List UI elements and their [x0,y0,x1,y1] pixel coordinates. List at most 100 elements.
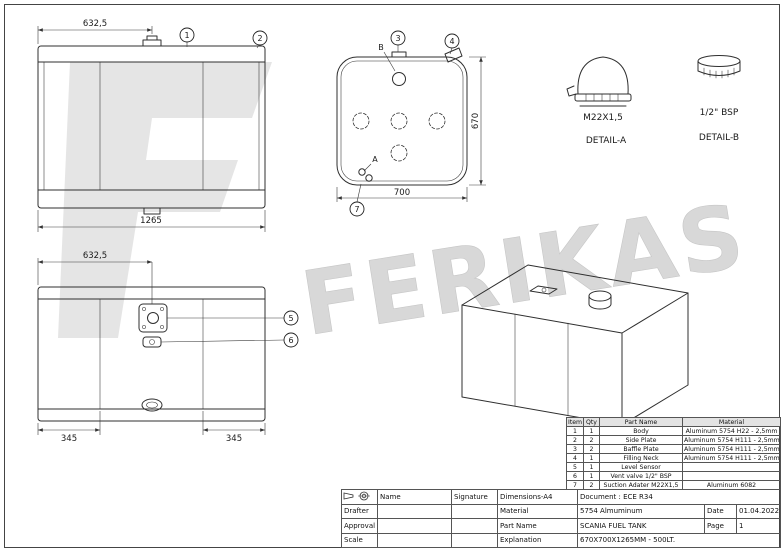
detail-a-drawing [566,56,632,107]
isometric-view [461,264,689,426]
front-view [37,35,266,215]
parts-header-partname: Part Name [599,417,683,427]
part-material: Aluminum 5754 H22 - 2,5mm [682,426,781,436]
part-qty: 1 [583,426,600,436]
part-qty: 1 [583,453,600,463]
sensor-plate-3d [529,285,558,295]
parts-row: 7 2 Suction Adater M22X1,5 Aluminum 6082 [566,480,781,490]
parts-table: Item Qty Part Name Material 1 1 Body Alu… [566,417,781,490]
callout-side-plate: 2 [257,34,262,43]
watermark-logo-icon [58,62,272,338]
rear-view-dimensions: 632,5 345 345 [37,251,266,444]
material-label: Material [497,503,578,519]
filler-cap-front [142,35,162,47]
dim-632-bottom-view: 632,5 [83,251,107,261]
part-item: 6 [566,471,584,481]
drafter-name-cell [377,503,452,519]
explanation-label: Explanation [497,532,578,548]
page-label: Page [704,518,737,534]
vent-valve-mount [142,336,162,348]
rear-view [37,286,266,422]
part-item: 4 [566,453,584,463]
filling-neck-top [444,47,463,63]
part-item: 5 [566,462,584,472]
dim-700: 700 [394,188,410,198]
part-name: Body [599,426,683,436]
title-block-row: Name Signature Dimensions-A4 Document : … [341,489,781,505]
dim-345-right: 345 [226,434,242,444]
part-qty: 2 [583,444,600,454]
approval-label: Approval [341,518,378,534]
part-name: Baffle Plate [599,444,683,454]
title-block-row: Scale Explanation 670X700X1265MM - 500LT… [341,532,781,548]
part-name: Level Sensor [599,462,683,472]
part-material: Aluminum 5754 H111 - 2,5mm [682,435,781,445]
part-name: Side Plate [599,435,683,445]
filler-cap-3d [588,290,612,310]
approval-signature-cell [451,518,498,534]
title-block: Name Signature Dimensions-A4 Document : … [341,489,781,548]
part-material: Aluminum 5754 H111 - 2,5mm [682,444,781,454]
part-name-value: SCANIA FUEL TANK [577,518,705,534]
detail-b-drawing [697,55,741,79]
suction-adapter-hole [365,174,373,182]
approval-name-cell [377,518,452,534]
drafter-signature-cell [451,503,498,519]
callout-baffle: 3 [395,34,400,43]
dim-632-top: 632,5 [83,19,107,29]
part-name: Filling Neck [599,453,683,463]
top-tab [391,51,407,58]
side-view [336,47,468,186]
title-block-row: Drafter Material 5754 Almuminum Date 01.… [341,503,781,519]
drafter-label: Drafter [341,503,378,519]
side-view-callouts: 3 4 7 B A [349,30,460,217]
drain-plug [141,398,163,412]
callout-vent-valve: 6 [288,336,293,345]
detail-a-marker: A [372,155,378,164]
date-label: Date [704,503,737,519]
detail-b-label: DETAIL-B [699,133,739,143]
callout-filling-neck: 4 [449,37,454,46]
parts-row: 6 1 Vent valve 1/2" BSP [566,471,781,481]
suction-adapter-hole [358,168,366,176]
callout-suction: 7 [354,205,359,214]
document-value: Document : ECE R34 [577,489,781,505]
scale-name-cell [377,532,452,548]
part-material [682,462,781,472]
scale-signature-cell [451,532,498,548]
parts-header-item: Item [566,417,584,427]
scale-label: Scale [341,532,378,548]
title-block-row: Approval Part Name SCANIA FUEL TANK Page… [341,518,781,534]
parts-row: 4 1 Filling Neck Aluminum 5754 H111 - 2,… [566,453,781,463]
parts-row: 3 2 Baffle Plate Aluminum 5754 H111 - 2,… [566,444,781,454]
front-view-callouts: 1 2 [179,27,268,49]
dimensions-label: Dimensions-A4 [497,489,578,505]
signature-header: Signature [451,489,498,505]
detail-a-spec: M22X1,5 [583,113,623,123]
detail-a-label: DETAIL-A [586,136,627,146]
parts-row: 1 1 Body Aluminum 5754 H22 - 2,5mm [566,426,781,436]
part-item: 3 [566,444,584,454]
parts-header-material: Material [682,417,781,427]
part-name-label: Part Name [497,518,578,534]
part-item: 2 [566,435,584,445]
projection-symbol-icon [341,489,378,505]
part-material [682,471,781,481]
dim-345-left: 345 [61,434,77,444]
side-view-dimensions: 670 700 [336,56,486,202]
parts-header-row: Item Qty Part Name Material [566,417,781,427]
part-material: Aluminum 6082 [682,480,781,490]
vent-hole [392,72,406,86]
detail-b-spec: 1/2" BSP [700,108,739,118]
part-qty: 1 [583,462,600,472]
date-value: 01.04.2022 [736,503,781,519]
level-sensor-plate [138,303,168,333]
parts-row: 2 2 Side Plate Aluminum 5754 H111 - 2,5m… [566,435,781,445]
part-name: Vent valve 1/2" BSP [599,471,683,481]
name-header: Name [377,489,452,505]
callout-level-sensor: 5 [288,314,293,323]
detail-b-marker: B [378,43,384,52]
parts-header-qty: Qty [583,417,600,427]
bottom-bracket [143,207,161,215]
